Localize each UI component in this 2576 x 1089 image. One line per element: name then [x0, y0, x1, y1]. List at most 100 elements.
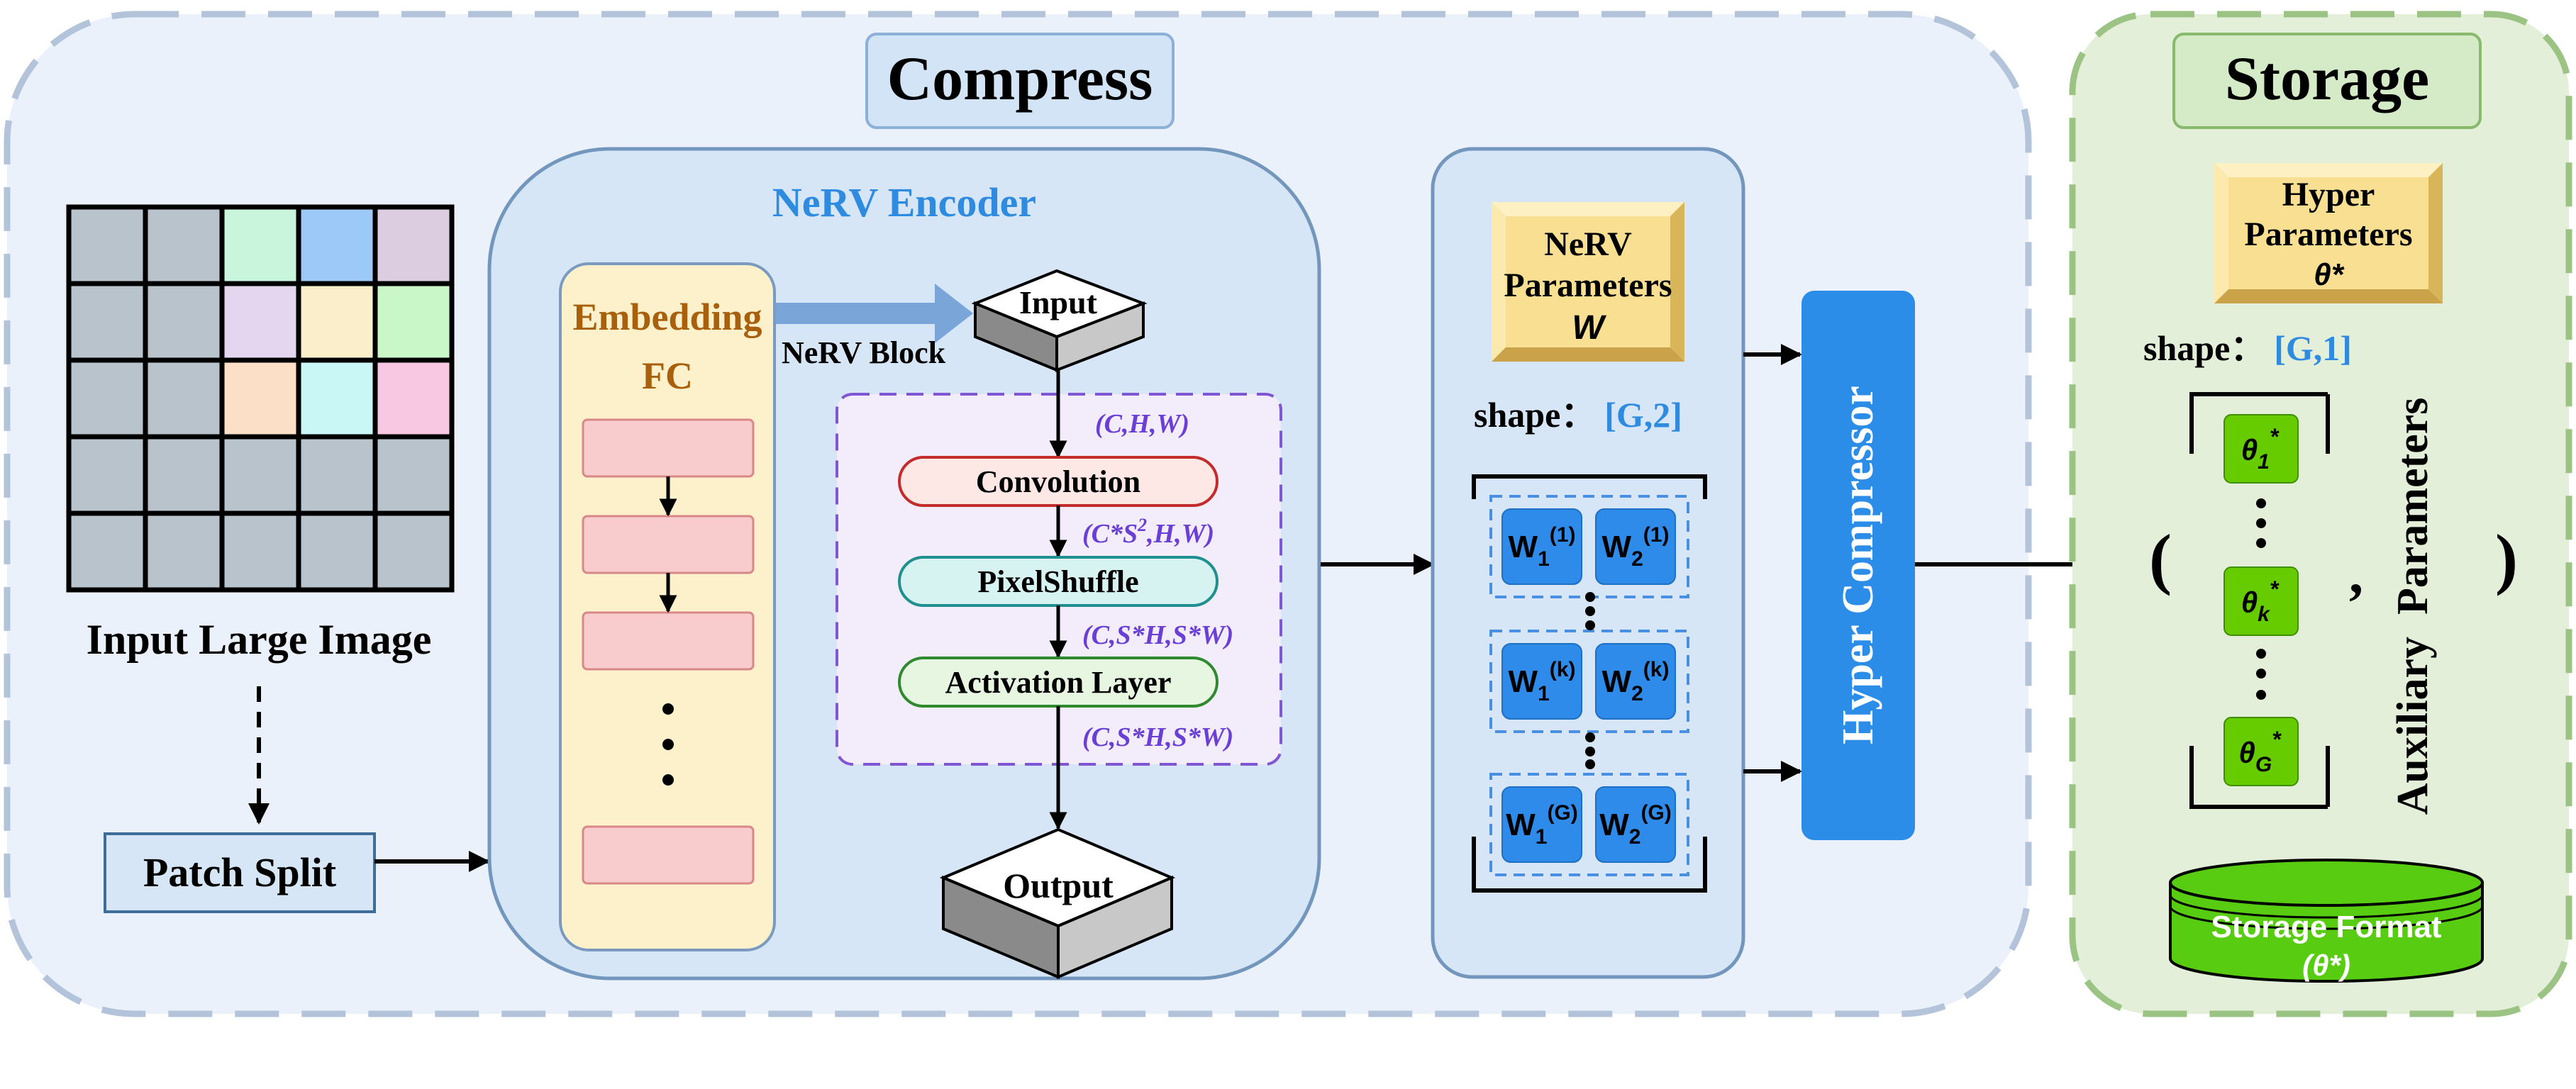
matrix-ellipsis-dot: [1585, 747, 1595, 756]
nerv-params-tile: NeRV Parameters W: [1492, 202, 1684, 362]
image-patch-cell: [372, 434, 455, 516]
image-patch-cell: [143, 510, 225, 593]
param-cell-label: W1(1): [1509, 523, 1576, 571]
fc-ellipsis-dot: [662, 774, 674, 786]
image-patch-cell: [372, 510, 455, 593]
convolution-label: Convolution: [976, 464, 1140, 499]
image-patch-cell: [296, 357, 378, 440]
paren-open: (: [2149, 520, 2172, 596]
image-patch-cell: [66, 204, 148, 286]
nerv-encoder-title: NeRV Encoder: [772, 179, 1036, 225]
params-row-frame: [1489, 630, 1689, 733]
activation-layer: Activation Layer: [898, 657, 1218, 708]
matrix-ellipsis-dot: [1585, 620, 1595, 630]
nerv-params-line2: Parameters: [1504, 267, 1672, 304]
theta-cell: θ1*: [2224, 414, 2299, 484]
theta-vector: θ1* θk* θG*: [2224, 394, 2330, 807]
param-cell: W2(k): [1595, 643, 1676, 720]
embedding-label-line1: Embedding: [572, 296, 762, 338]
param-cell-label: W2(k): [1602, 658, 1670, 705]
storage-format-line1: Storage Format: [2211, 910, 2442, 944]
theta-ellipsis-dot: [2256, 498, 2266, 508]
theta-label: θ1*: [2241, 424, 2280, 474]
hyper-compressor: Hyper Compressor: [1801, 291, 1915, 840]
shape-label-2: (C*S2,H,W): [1082, 515, 1214, 549]
param-cell: W2(G): [1595, 786, 1676, 863]
image-patch-cell: [143, 434, 225, 516]
output-node: Output: [939, 827, 1176, 980]
param-cell: W1(G): [1501, 786, 1582, 863]
paren-close: ): [2495, 520, 2518, 596]
params-matrix: W1(1) W2(1) W1(k) W2(k) W1(G) W2(G): [1489, 495, 1689, 876]
shape-label-4: (C,S*H,S*W): [1082, 722, 1233, 752]
image-patch-cell: [219, 281, 301, 363]
input-image-label: Input Large Image: [87, 616, 432, 663]
matrix-ellipsis-dot: [1585, 732, 1595, 742]
patch-split-box: Patch Split: [104, 832, 376, 913]
fc-layer-3: [582, 611, 755, 671]
activation-label: Activation Layer: [945, 665, 1172, 700]
storage-format-cylinder: Storage Format (θ*): [2169, 859, 2484, 983]
param-cell: W2(1): [1595, 508, 1676, 585]
param-cell: W1(k): [1501, 643, 1582, 720]
param-cell-label: W2(G): [1599, 801, 1672, 849]
image-patch-cell: [143, 204, 225, 286]
nerv-block-label: NeRV Block: [782, 335, 946, 370]
image-patch-cell: [66, 510, 148, 593]
nerv-params-line1: NeRV: [1544, 225, 1632, 263]
image-patch-cell: [219, 357, 301, 440]
image-patch-cell: [143, 281, 225, 363]
image-patch-cell: [296, 434, 378, 516]
fc-ellipsis-dot: [662, 739, 674, 750]
theta-label: θk*: [2241, 576, 2280, 626]
patch-split-label: Patch Split: [143, 849, 337, 895]
theta-label: θG*: [2238, 727, 2282, 776]
params-row: W1(G) W2(G): [1489, 773, 1689, 876]
theta-ellipsis-dot: [2256, 669, 2266, 678]
params-matrix-bracket: [1472, 474, 1707, 893]
image-patch-cell: [219, 204, 301, 286]
params-row: W1(k) W2(k): [1489, 630, 1689, 733]
hyper-params-line3: θ*: [2314, 257, 2345, 292]
convolution-layer: Convolution: [898, 456, 1218, 507]
theta-cell: θG*: [2224, 717, 2299, 786]
compress-title: Compress: [887, 45, 1153, 113]
param-cell-label: W1(G): [1506, 801, 1578, 849]
params-shape: shape：[G,2]: [1474, 395, 1682, 435]
pixelshuffle-label: PixelShuffle: [977, 564, 1138, 599]
fc-layer-2: [582, 515, 755, 574]
param-cell: W1(1): [1501, 508, 1582, 585]
output-node-label: Output: [1003, 866, 1114, 905]
theta-ellipsis-dot: [2256, 690, 2266, 700]
param-cell-label: W2(1): [1602, 523, 1670, 571]
embedding-label-line2: FC: [642, 354, 693, 397]
storage-shape: shape：[G,1]: [2143, 328, 2352, 368]
hyper-params-line1: Hyper: [2282, 176, 2375, 213]
fc-layer-last: [582, 825, 755, 885]
storage-title-box: Storage: [2172, 33, 2482, 129]
fc-ellipsis-dot: [662, 703, 674, 715]
image-patch-cell: [219, 510, 301, 593]
matrix-ellipsis-dot: [1585, 606, 1595, 616]
auxiliary-params-label: Auxiliary Parameters: [2389, 398, 2437, 815]
hyper-params-tile: Hyper Parameters θ*: [2214, 163, 2443, 303]
shape-label-3: (C,S*H,S*W): [1082, 620, 1233, 650]
pixelshuffle-layer: PixelShuffle: [898, 556, 1218, 607]
embedding-fc-panel: Embedding FC: [559, 262, 776, 951]
theta-cell: θk*: [2224, 566, 2299, 636]
storage-format-line2: (θ*): [2302, 949, 2350, 982]
shape-label-1: (C,H,W): [1095, 409, 1189, 439]
nerv-block-arrow: [776, 284, 973, 343]
storage-title: Storage: [2225, 45, 2429, 113]
image-patch-cell: [296, 204, 378, 286]
image-patch-cell: [296, 281, 378, 363]
image-patch-cell: [66, 357, 148, 440]
theta-ellipsis-dot: [2256, 518, 2266, 528]
image-patch-cell: [219, 434, 301, 516]
params-row-frame: [1489, 773, 1689, 876]
theta-ellipsis-dot: [2256, 538, 2266, 548]
image-patch-cell: [372, 281, 455, 363]
image-patch-cell: [296, 510, 378, 593]
image-patch-cell: [143, 357, 225, 440]
